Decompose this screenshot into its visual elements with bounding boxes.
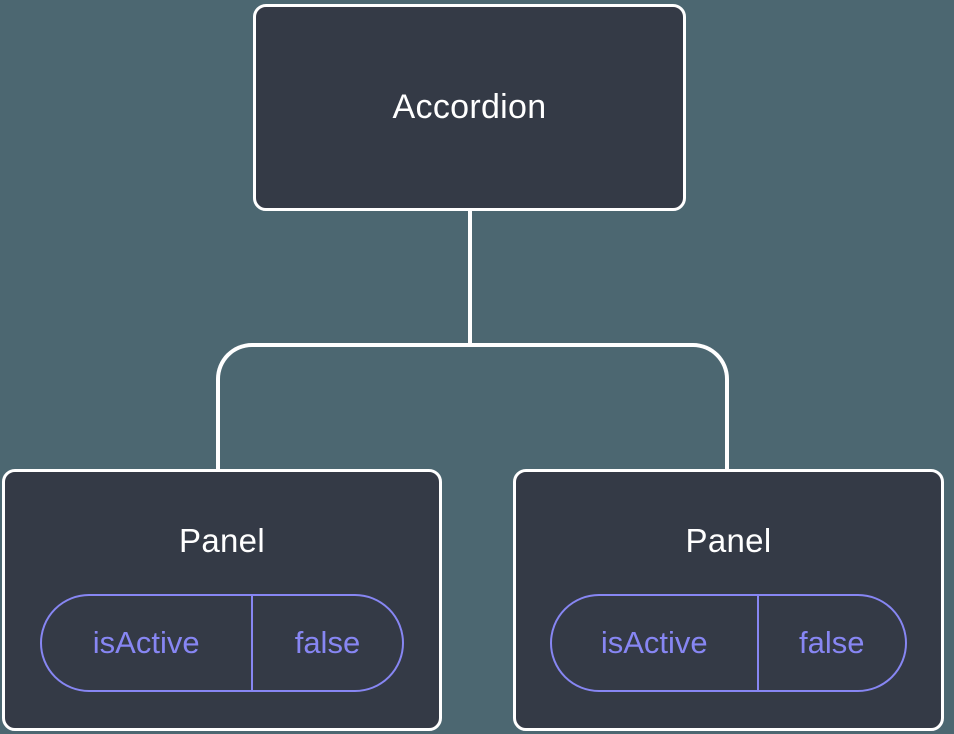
panel-1-state-pill: isActive false [39,594,405,692]
panel-1-state-value: false [294,625,361,660]
panel-2-label: Panel [685,522,772,559]
connector-root-stub [468,209,472,346]
component-node-accordion: Accordion [253,4,686,211]
panel-1-state-key: isActive [42,596,253,690]
component-node-panel-1: Panel isActive false [2,469,442,731]
accordion-node-label: Accordion [392,88,547,126]
panel-1-label: Panel [179,522,265,559]
panel-2-state-pill: isActive false [550,594,907,692]
component-node-panel-2: Panel isActive false [513,469,944,731]
panel-2-state-key: isActive [552,596,759,690]
panel-2-state-value: false [799,625,865,660]
connector-bracket [216,343,729,470]
